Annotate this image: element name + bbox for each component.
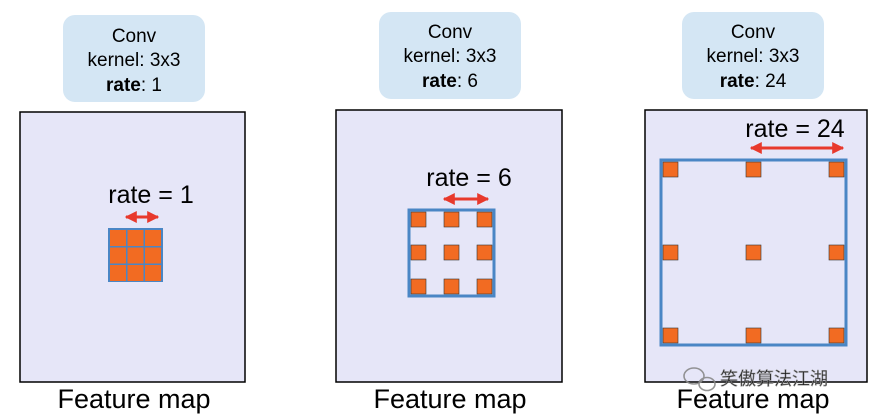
kernel-cell	[828, 161, 845, 178]
kernel-cell	[410, 278, 427, 295]
conv-title: Conv	[112, 26, 157, 47]
panel-rate-24: Conv kernel: 3x3 rate: 24 rate = 24 Feat…	[644, 12, 868, 414]
kernel-cell	[745, 327, 762, 344]
rate-label: rate = 1	[108, 181, 193, 209]
kernel-cell	[828, 327, 845, 344]
conv-bubble	[379, 12, 521, 99]
kernel-cell	[127, 230, 144, 246]
kernel-cell	[410, 244, 427, 261]
conv-bubble	[682, 12, 824, 99]
panel-rate-6: Conv kernel: 3x3 rate: 6 rate = 6 Featur…	[335, 12, 563, 414]
kernel-frame	[407, 208, 496, 298]
conv-title: Conv	[428, 22, 473, 43]
kernel-cell	[110, 265, 126, 281]
conv-bubble	[63, 15, 205, 102]
watermark-text: 笑傲算法江湖	[720, 369, 828, 389]
kernel-cell	[145, 265, 161, 281]
kernel-frame	[659, 158, 848, 347]
kernel-cell	[443, 244, 460, 261]
kernel-cell	[443, 211, 460, 228]
kernel-cells	[110, 230, 161, 281]
kernel-cell	[828, 244, 845, 261]
kernel-cell	[476, 244, 493, 261]
kernel-cell	[476, 211, 493, 228]
conv-rate: rate: 24	[720, 71, 787, 92]
kernel-cell	[410, 211, 427, 228]
conv-rate: rate: 1	[106, 75, 162, 96]
watermark: 笑傲算法江湖	[683, 367, 828, 392]
kernel-cell	[662, 327, 679, 344]
kernel-cell	[662, 161, 679, 178]
kernel-cell	[476, 278, 493, 295]
kernel-cell	[127, 265, 144, 281]
wechat-icon	[683, 367, 716, 392]
kernel-cell	[110, 247, 126, 264]
rate-label: rate = 24	[745, 115, 844, 143]
feature-map-caption: Feature map	[373, 384, 526, 414]
kernel-cell	[443, 278, 460, 295]
kernel-cell	[127, 247, 144, 264]
kernel-cell	[110, 230, 126, 246]
kernel-cell	[145, 247, 161, 264]
kernel-cell	[662, 244, 679, 261]
kernel-cell	[745, 244, 762, 261]
kernel-cells	[410, 211, 493, 295]
rate-label: rate = 6	[426, 164, 511, 192]
conv-rate: rate: 6	[422, 71, 478, 92]
kernel-cell	[745, 161, 762, 178]
conv-kernel: kernel: 3x3	[707, 46, 800, 67]
conv-kernel: kernel: 3x3	[404, 46, 497, 67]
panel-rate-1: Conv kernel: 3x3 rate: 1 rate = 1 Featur…	[19, 15, 246, 414]
feature-map-caption: Feature map	[57, 384, 210, 414]
kernel-cells	[662, 161, 845, 344]
conv-title: Conv	[731, 22, 776, 43]
kernel-cell	[145, 230, 161, 246]
conv-kernel: kernel: 3x3	[88, 50, 181, 71]
